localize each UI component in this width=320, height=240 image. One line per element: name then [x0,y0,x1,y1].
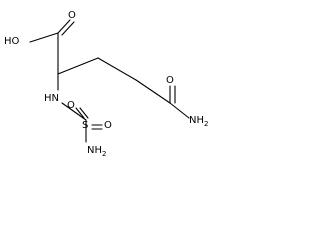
hydroxyl-label: HO [4,36,20,47]
amide-nh-text: NH [189,115,204,126]
bond-sulfur-to-left-oxygen-1 [75,107,85,119]
bond-beta-to-gamma-carbon [97,57,137,81]
amine-hn-label: HN [44,93,59,104]
sulfonyl-oxygen-right-label: O [104,120,112,131]
bond-sulfur-to-left-oxygen-2 [79,107,89,119]
chemical-structure: HO O HN S O O NH2 O NH2 [0,0,220,192]
bond-gamma-to-amide-carbon [135,79,171,104]
background [0,0,220,192]
bond-carboxyl-carbon-to-oxygen-2 [61,21,75,36]
amide-subscript: 2 [204,120,208,128]
bond-alpha-to-beta-carbon [57,57,99,75]
amide-oxygen-label: O [166,75,174,86]
bond-carboxyl-carbon-to-oxygen-1 [57,19,71,34]
sulfonamide-nh2-label: NH2 [87,145,106,158]
amide-nh2-label: NH2 [189,115,208,128]
bond-amide-carbon-to-nitrogen [169,102,190,119]
bond-hn-to-sulfur [61,102,87,121]
bond-ho-to-carboxyl-carbon [29,32,59,43]
sulfonyl-oxygen-left-label: O [67,100,75,111]
acid-oxygen-label: O [68,10,76,21]
sulfonamide-nh-text: NH [87,145,102,156]
sulfonamide-subscript: 2 [102,150,106,158]
sulfur-label: S [82,120,88,131]
